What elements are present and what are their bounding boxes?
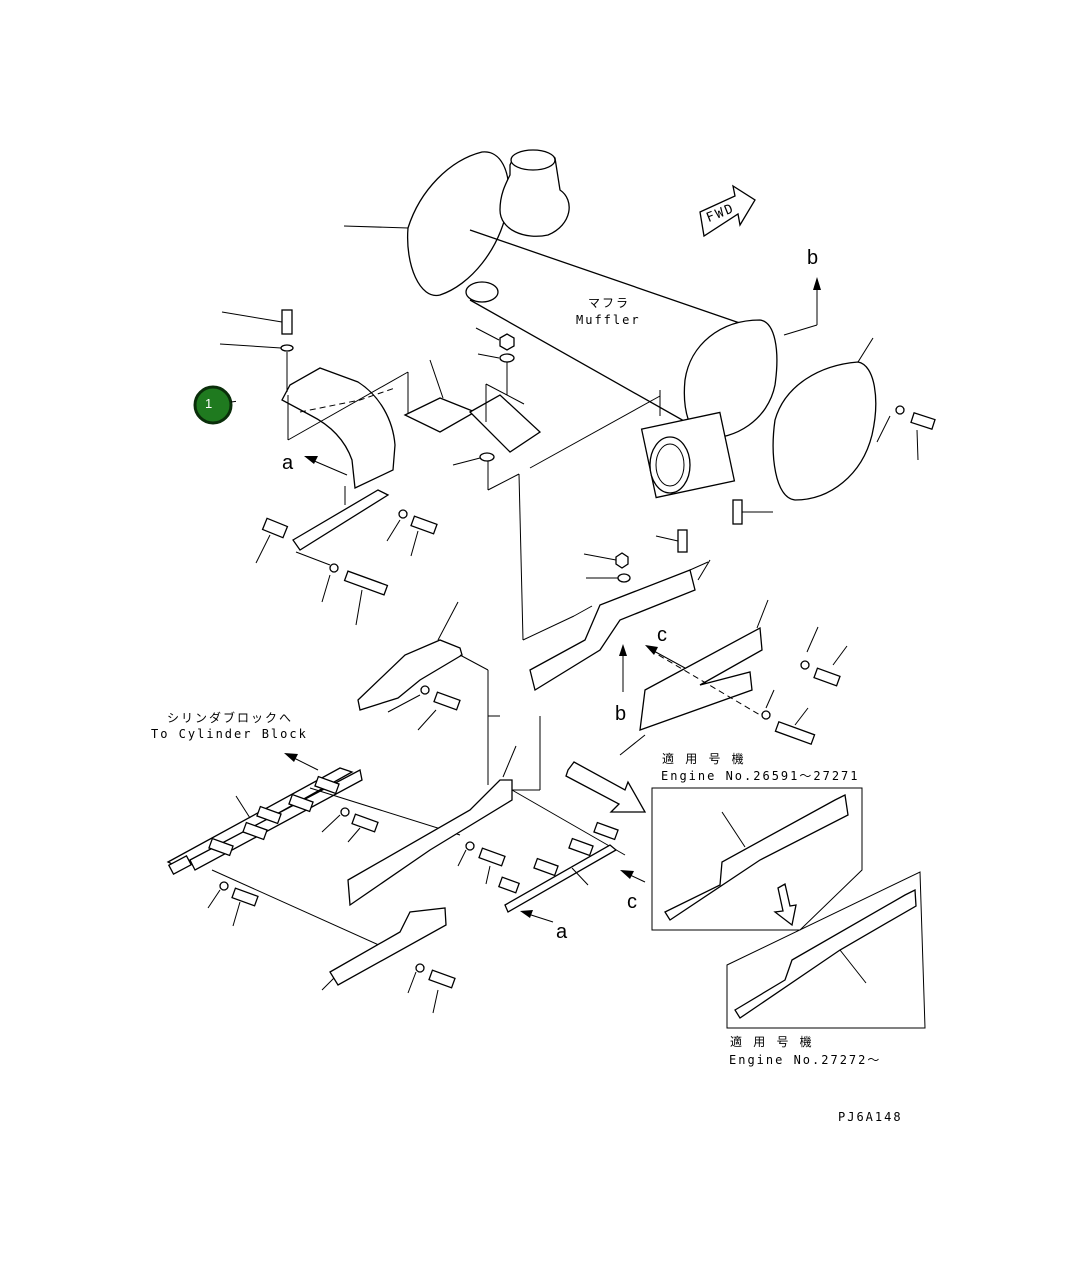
ref-c-arrow-upper <box>645 645 686 669</box>
variant-box-1 <box>651 787 863 931</box>
to-cylinder-block-arrow <box>284 753 319 771</box>
center-top-plate <box>403 359 542 491</box>
muffler-label-en: Muffler <box>576 313 641 327</box>
center-nuts-and-washers <box>452 327 515 466</box>
applicable-1-label-jp: 適 用 号 機 <box>662 752 746 766</box>
applicable-1-label-en: Engine No.26591～27271 <box>661 769 860 783</box>
to-cylinder-label-jp: シリンダブロックへ <box>167 711 294 725</box>
ref-b-lower: b <box>615 703 627 725</box>
bottom-bracket <box>321 907 456 1014</box>
ref-a-arrow-lower <box>520 910 554 923</box>
ref-c-arrow-lower <box>620 870 646 883</box>
center-lower-plate <box>347 716 626 907</box>
variant-box-2 <box>726 871 926 1029</box>
figure-code: PJ6A148 <box>838 1110 903 1124</box>
bracket-b-leader <box>783 277 821 336</box>
ref-a-lower: a <box>556 921 568 943</box>
variant-arrow-2-icon <box>773 883 797 927</box>
bracket-fasteners-left <box>207 807 379 927</box>
long-connector-line <box>518 390 661 641</box>
callout-number: 1 <box>205 396 213 411</box>
cylinder-block-bracket <box>166 767 461 951</box>
muffler-bolts <box>655 405 936 553</box>
fwd-arrow-icon <box>699 184 756 238</box>
muffler-heat-shield-top <box>343 151 510 296</box>
muffler-body <box>465 149 778 499</box>
upper-left-heat-shield <box>281 367 409 489</box>
ref-b-arrow-lower <box>619 644 627 692</box>
variant-arrow-1-icon <box>565 761 647 813</box>
muffler-heat-shield-side <box>772 337 877 501</box>
lower-right-stay <box>619 599 848 756</box>
ref-a-upper: a <box>282 452 294 474</box>
upper-left-bolt-and-washer <box>219 309 294 392</box>
ref-c-lower: c <box>627 891 637 913</box>
middle-left-bracket <box>357 601 500 731</box>
muffler-label-jp: マフラ <box>588 296 631 310</box>
ref-a-arrow-upper <box>304 456 348 476</box>
ref-c-upper: c <box>657 624 667 646</box>
applicable-2-label-jp: 適 用 号 機 <box>730 1035 814 1049</box>
applicable-2-label-en: Engine No.27272～ <box>729 1053 882 1067</box>
callout-badge[interactable] <box>190 382 236 428</box>
muffler-stay-right <box>529 552 711 692</box>
lower-right-bar <box>497 821 619 913</box>
to-cylinder-label-en: To Cylinder Block <box>151 727 308 741</box>
lower-left-stay <box>255 486 438 626</box>
ref-b-upper: b <box>807 247 819 269</box>
